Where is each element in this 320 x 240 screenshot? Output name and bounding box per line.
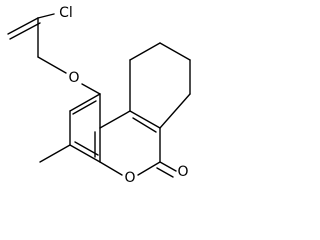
bond-c6-o5 bbox=[137, 161, 161, 176]
bond-o-aryl bbox=[81, 83, 101, 95]
bond-ar-4 bbox=[39, 144, 71, 163]
bond-c10c-c6a-a bbox=[129, 110, 161, 129]
bond-co-a bbox=[159, 161, 177, 172]
bond-vinyl-double-b bbox=[9, 22, 41, 40]
bond-c-cl bbox=[37, 13, 55, 19]
bond-ar-2 bbox=[69, 93, 101, 112]
bond-cy-2 bbox=[129, 42, 161, 61]
atom-label-carbonyl-oxygen: O bbox=[177, 164, 188, 180]
bond-ar-5-inner bbox=[74, 141, 99, 156]
atom-label-ether-oxygen: O bbox=[68, 70, 79, 86]
atom-label-ring-oxygen: O bbox=[124, 170, 135, 186]
bond-ar-2-inner bbox=[72, 100, 97, 115]
structure-svg: Cl O O O bbox=[7, 5, 191, 186]
bond-ch2-o bbox=[37, 56, 67, 74]
bond-c10b-c10c bbox=[99, 110, 131, 129]
bond-c10c-c6a-b bbox=[132, 117, 157, 133]
bond-o5-c4a bbox=[99, 161, 123, 176]
bond-ar-5 bbox=[69, 144, 101, 163]
atom-label-cl: Cl bbox=[59, 5, 73, 21]
bond-cy-3 bbox=[159, 42, 191, 61]
molecule-diagram: Cl O O O bbox=[7, 5, 191, 186]
bond-vinyl-double-a bbox=[7, 17, 39, 35]
bond-co-b bbox=[156, 167, 174, 178]
bond-cy-5 bbox=[159, 93, 191, 129]
